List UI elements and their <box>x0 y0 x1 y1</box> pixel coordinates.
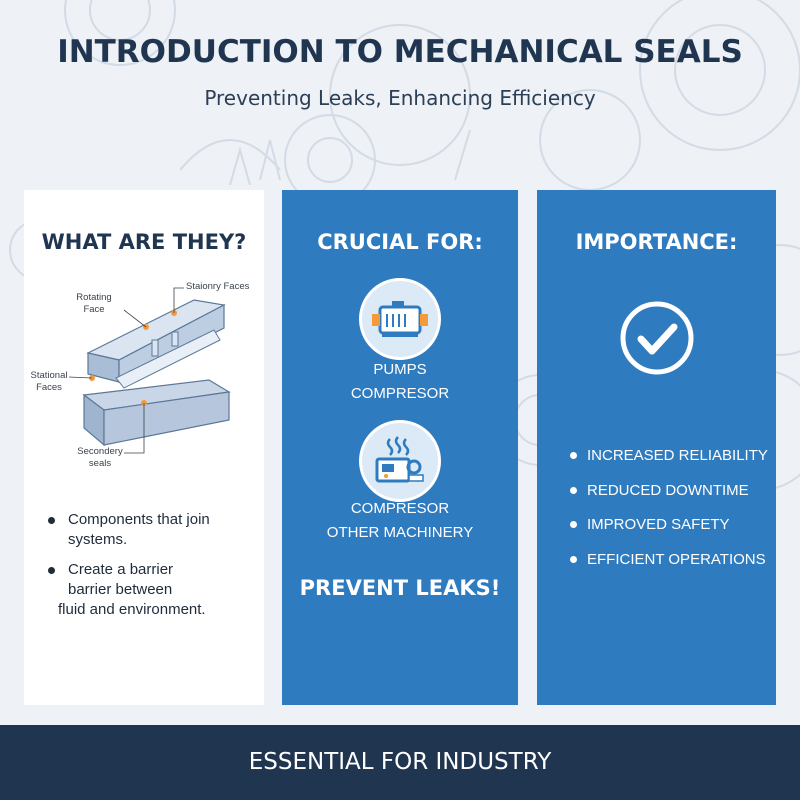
crucial-for-heading: CRUCIAL FOR: <box>317 230 483 254</box>
seal-diagram: Staionry Faces Rotating Face Stational F… <box>24 270 264 480</box>
compressor-icon <box>359 420 441 502</box>
importance-heading: IMPORTANCE: <box>575 230 738 254</box>
pump-icon <box>359 278 441 360</box>
label-rotating-face-line2: Face <box>83 304 105 315</box>
importance-item-4: EFFICIENT OPERATIONS <box>570 550 768 570</box>
bullet-1-line1: Components that join <box>68 511 210 528</box>
prevent-leaks-callout: PREVENT LEAKS! <box>299 576 501 600</box>
importance-panel: IMPORTANCE: INCREASED RELIABILITY REDUCE… <box>537 190 776 705</box>
what-are-they-heading: WHAT ARE THEY? <box>41 230 247 254</box>
crucial-label-1-line1: PUMPS <box>373 361 427 378</box>
bullet-item-2: Create a barrier barrier between fluid a… <box>48 560 258 620</box>
label-rotating-face-line1: Rotating <box>76 292 112 303</box>
crucial-label-2-line1: COMPRESOR <box>350 500 450 517</box>
label-secondary-seals-line2: seals <box>88 458 112 469</box>
checkmark-icon <box>619 300 695 376</box>
what-are-they-bullets: Components that join systems. Create a b… <box>48 510 258 630</box>
label-stationary-faces: Staionry Faces <box>186 281 250 292</box>
bullet-2-line1: Create a barrier <box>68 561 174 578</box>
label-stational-faces-line2: Faces <box>36 382 62 393</box>
page-title: INTRODUCTION TO MECHANICAL SEALS <box>57 34 743 70</box>
crucial-label-2: COMPRESOR OTHER MACHINERY <box>282 497 518 545</box>
importance-list: INCREASED RELIABILITY REDUCED DOWNTIME I… <box>570 446 768 584</box>
bullet-2-line2: barrier between <box>68 581 173 598</box>
importance-item-1: INCREASED RELIABILITY <box>570 447 768 464</box>
importance-item-2: REDUCED DOWNTIME <box>570 481 768 501</box>
crucial-label-1-line2: COMPRESOR <box>350 385 450 402</box>
crucial-label-1: PUMPS COMPRESOR <box>282 358 518 406</box>
bullet-1-line2: systems. <box>68 531 128 548</box>
label-secondary-seals-line1: Secondery <box>77 446 123 457</box>
footer-banner: ESSENTIAL FOR INDUSTRY <box>0 725 800 800</box>
what-are-they-panel: WHAT ARE THEY? <box>24 190 264 705</box>
label-stational-faces-line1: Stational <box>30 370 68 381</box>
crucial-label-2-line2: OTHER MACHINERY <box>326 524 474 541</box>
page-subtitle: Preventing Leaks, Enhancing Efficiency <box>204 86 596 110</box>
seal-illustration <box>68 287 231 454</box>
crucial-for-panel: CRUCIAL FOR: PUMPS COMPRESOR <box>282 190 518 705</box>
bullet-item-1: Components that join systems. <box>48 510 258 550</box>
importance-item-3: IMPROVED SAFETY <box>570 515 768 535</box>
bullet-2-line3: fluid and environment. <box>58 601 206 618</box>
